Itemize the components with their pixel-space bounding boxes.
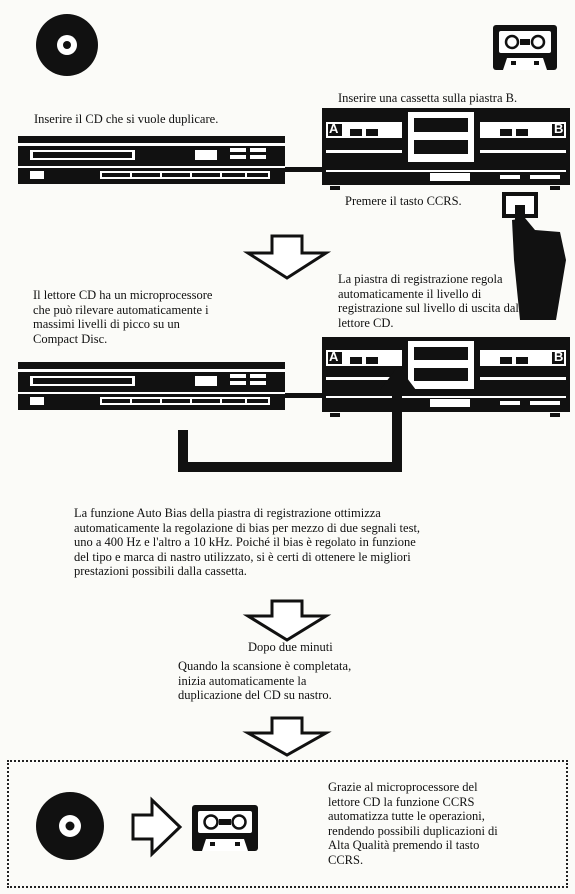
press-ccrs-caption: Premere il tasto CCRS. [345,194,462,208]
deck-1-label-b: B [554,121,564,136]
insert-cassette-caption: Inserire una cassetta sulla piastra B. [338,91,518,105]
summary-box [7,760,568,888]
summary-text: Grazie al microprocessore del lettore CD… [328,780,498,867]
scan-complete-text: Quando la scansione è completata, inizia… [178,659,352,702]
auto-bias-text: La funzione Auto Bias della piastra di r… [74,506,421,578]
deck-2-label-a: A [329,349,339,364]
deck-level-text: La piastra di registrazione regola autom… [338,272,519,330]
deck-2-label-b: B [554,349,564,364]
insert-cd-caption: Inserire il CD che si vuole duplicare. [34,112,219,126]
after-two-minutes-label: Dopo due minuti [248,640,333,654]
deck-1-label-a: A [329,121,339,136]
cd-microprocessor-text: Il lettore CD ha un microprocessore che … [33,288,213,346]
